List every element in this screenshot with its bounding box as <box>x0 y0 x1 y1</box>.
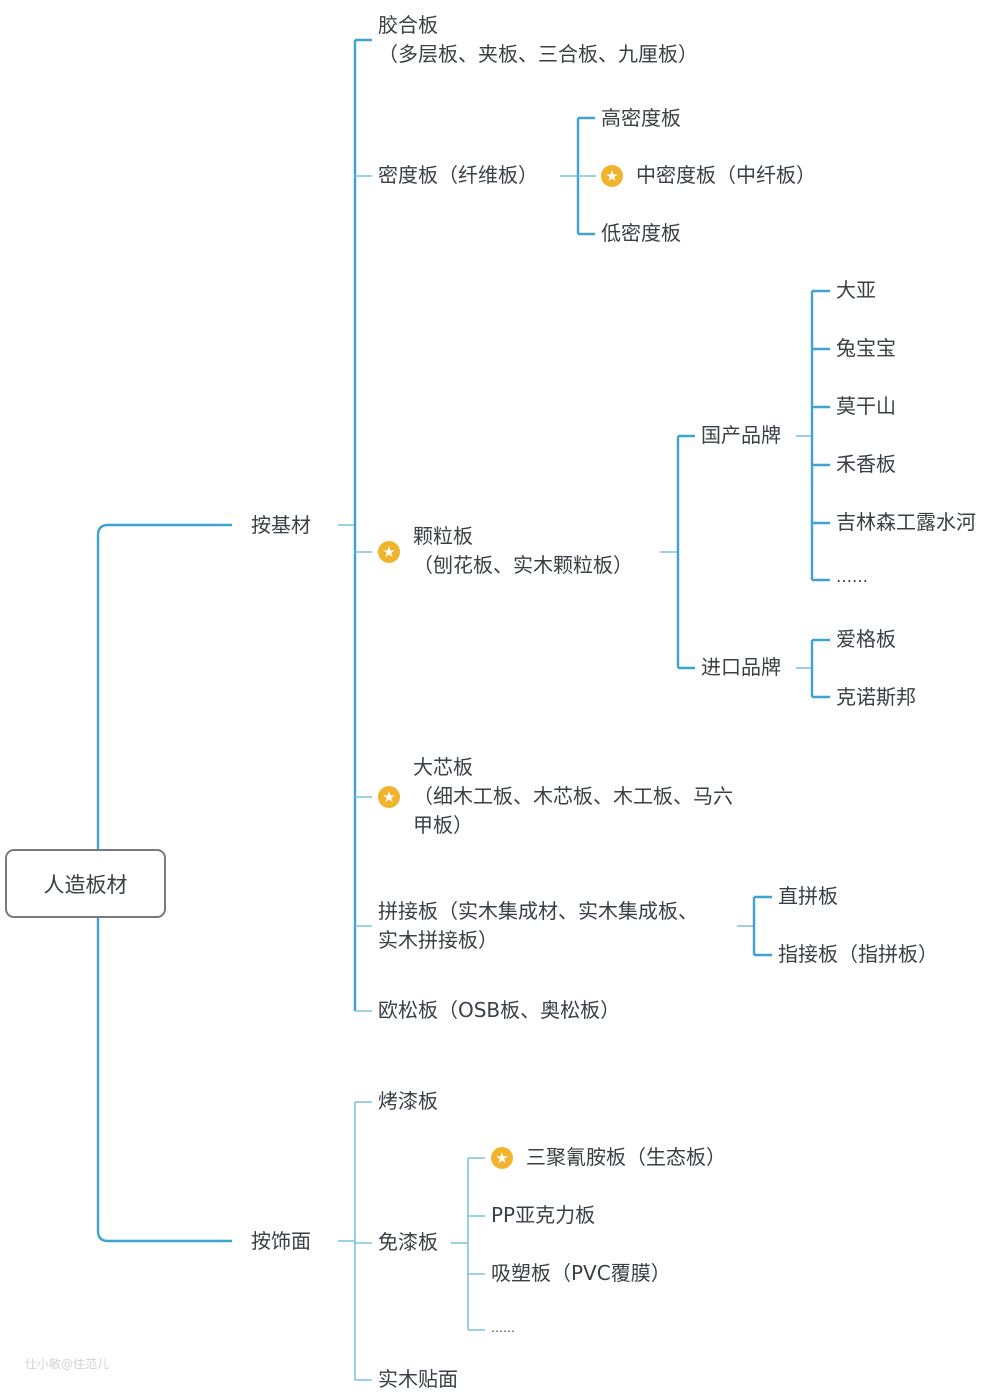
node-medium-density[interactable]: 中密度板（中纤板） <box>636 163 816 187</box>
brand-item[interactable]: 大亚 <box>836 278 876 302</box>
brand-item[interactable]: 吉林森工露水河 <box>836 510 976 534</box>
node-wood-veneer[interactable]: 实木贴面 <box>378 1367 458 1391</box>
brand-item-more[interactable]: …… <box>836 567 868 586</box>
node-lacquer-board[interactable]: 烤漆板 <box>378 1089 438 1113</box>
node-blockboard[interactable]: 大芯板 （细木工板、木芯板、木工板、马六 甲板） <box>413 753 733 840</box>
finger-joint-title: 拼接板（实木集成材、实木集成板、 <box>378 899 698 923</box>
node-density-board[interactable]: 密度板（纤维板） <box>378 163 538 187</box>
node-straight-joint[interactable]: 直拼板 <box>778 884 838 908</box>
brand-item[interactable]: 莫干山 <box>836 394 896 418</box>
node-osb[interactable]: 欧松板（OSB板、奥松板） <box>378 998 621 1022</box>
node-particle-board[interactable]: 颗粒板 （刨花板、实木颗粒板） <box>413 522 633 580</box>
blockboard-aliases: （细木工板、木芯板、木工板、马六 <box>413 784 733 808</box>
node-low-density[interactable]: 低密度板 <box>601 221 681 245</box>
node-plywood[interactable]: 胶合板 （多层板、夹板、三合板、九厘板） <box>378 11 698 69</box>
node-pp-acrylic-board[interactable]: PP亚克力板 <box>491 1203 596 1227</box>
blockboard-aliases-cont: 甲板） <box>413 813 473 837</box>
node-blister-board[interactable]: 吸塑板（PVC覆膜） <box>491 1261 671 1285</box>
node-imported-brands[interactable]: 进口品牌 <box>701 655 781 679</box>
root-node[interactable]: 人造板材 <box>5 849 166 918</box>
node-by-substrate[interactable]: 按基材 <box>251 513 311 537</box>
node-no-paint-board[interactable]: 免漆板 <box>378 1230 438 1254</box>
watermark: 仕小敏@住范儿 <box>25 1357 110 1371</box>
plywood-aliases: （多层板、夹板、三合板、九厘板） <box>378 42 698 66</box>
brand-item[interactable]: 爱格板 <box>836 627 896 651</box>
root-connector-lower <box>96 918 232 1243</box>
particle-board-aliases: （刨花板、实木颗粒板） <box>413 553 633 577</box>
star-icon: ★ <box>491 1147 513 1169</box>
node-domestic-brands[interactable]: 国产品牌 <box>701 423 781 447</box>
root-label: 人造板材 <box>43 872 128 897</box>
particle-board-title: 颗粒板 <box>413 524 473 548</box>
finger-joint-aliases: 实木拼接板） <box>378 928 498 952</box>
brand-item[interactable]: 兔宝宝 <box>836 336 896 360</box>
star-icon: ★ <box>601 165 623 187</box>
node-finger-joint-board[interactable]: 拼接板（实木集成材、实木集成板、 实木拼接板） <box>378 897 698 955</box>
brand-item[interactable]: 克诺斯邦 <box>836 685 916 709</box>
node-finger-joint[interactable]: 指接板（指拼板） <box>778 942 938 966</box>
node-more[interactable]: …… <box>491 1321 515 1335</box>
root-connector <box>96 523 232 849</box>
node-high-density[interactable]: 高密度板 <box>601 106 681 130</box>
star-icon: ★ <box>378 786 400 808</box>
brand-item[interactable]: 禾香板 <box>836 452 896 476</box>
blockboard-title: 大芯板 <box>413 755 473 779</box>
star-icon: ★ <box>378 541 400 563</box>
node-melamine-board[interactable]: 三聚氰胺板（生态板） <box>526 1145 726 1169</box>
node-by-finish[interactable]: 按饰面 <box>251 1229 311 1253</box>
plywood-title: 胶合板 <box>378 13 438 37</box>
